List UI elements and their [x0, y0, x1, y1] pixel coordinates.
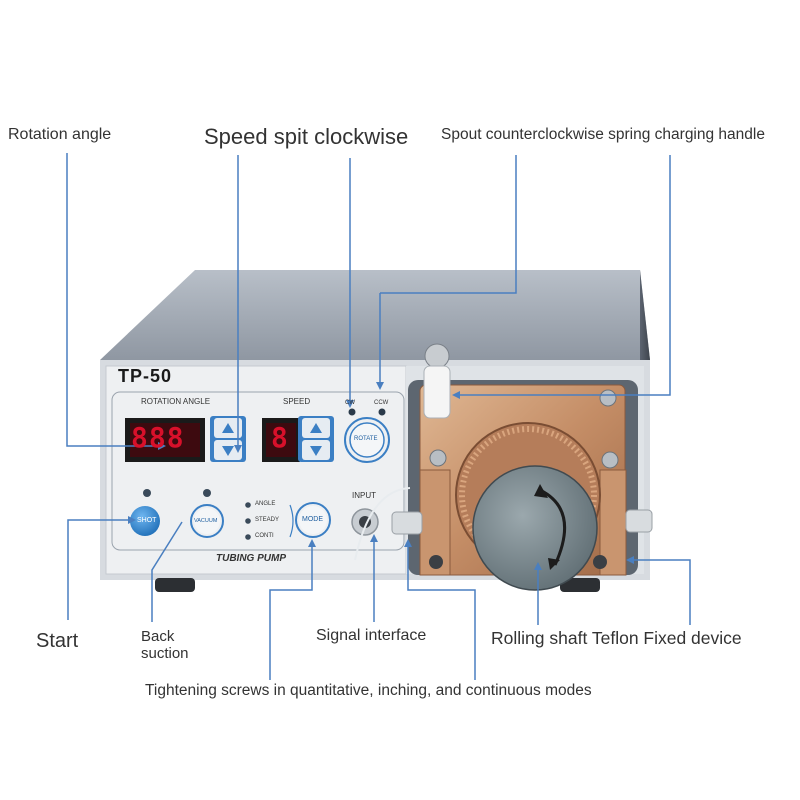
angle-display-glow [130, 423, 200, 457]
callout-arrowheads [128, 382, 634, 570]
pin-right [625, 509, 653, 533]
mode-conti-led [245, 534, 251, 540]
angle-display-value: 888 [131, 421, 185, 454]
speed-display-glow [266, 423, 296, 457]
rotate-button-label[interactable]: ROTATE [354, 436, 378, 442]
callout-signal: Signal interface [316, 627, 427, 644]
rotation-angle-panel-label: ROTATION ANGLE [141, 397, 211, 406]
control-outline [111, 391, 405, 551]
foot-left [155, 578, 195, 592]
line-tighten-right [407, 545, 476, 680]
spring-handle [423, 365, 451, 419]
mode-angle-label: ANGLE [255, 501, 276, 507]
tubing-pump-label: TUBING PUMP [216, 553, 286, 564]
mode-button[interactable] [299, 506, 327, 534]
callout-tightening: Tightening screws in quantitative, inchi… [145, 682, 592, 699]
roller-ring-knurl [459, 426, 597, 564]
cw-led [348, 408, 356, 416]
vacuum-button[interactable] [194, 508, 220, 534]
mode-steady-label: STEADY [255, 517, 280, 523]
cw-label: CW [345, 400, 355, 406]
pin-left [391, 511, 423, 535]
callout-speed-clockwise: Speed spit clockwise [204, 124, 409, 149]
model-label: TP-50 [118, 366, 173, 386]
mode-angle-led [245, 502, 251, 508]
line-back-suction [151, 521, 183, 622]
speed-up-arrow-icon [310, 423, 322, 433]
foot-right [560, 578, 600, 592]
pump-head [391, 343, 653, 591]
callout-start: Start [36, 630, 79, 652]
input-label: INPUT [352, 491, 376, 500]
mode-steady-led [245, 518, 251, 524]
screw-mid-right [601, 451, 619, 469]
callout-rolling: Rolling shaft Teflon Fixed device [491, 628, 742, 648]
mode-conti-label: CONTI [255, 533, 274, 539]
rotate-button[interactable] [349, 422, 385, 458]
mode-bracket [289, 504, 294, 538]
rotation-arrow-icon [539, 488, 567, 566]
screw-top-right [599, 389, 617, 407]
line-spring-handle [458, 155, 671, 396]
line-fixed [632, 559, 691, 625]
speed-display-value: 8 [271, 421, 288, 454]
speed-down-arrow-icon [310, 446, 322, 456]
tubing [354, 487, 411, 561]
screw-bottom-right [593, 555, 607, 569]
front-panel [105, 365, 407, 575]
callout-spout-ccw: Spout counterclockwise spring charging h… [441, 126, 765, 143]
shot-led [143, 489, 151, 497]
shot-button-label[interactable]: SHOT [137, 517, 157, 524]
vacuum-led [203, 489, 211, 497]
housing-top [100, 270, 650, 360]
mode-button-ring [295, 502, 331, 538]
angle-down-arrow-icon [222, 446, 234, 456]
ccw-led [378, 408, 386, 416]
ccw-label: CCW [374, 400, 389, 406]
speed-panel-label: SPEED [283, 397, 311, 406]
line-spout [380, 155, 517, 294]
callout-lines [66, 153, 691, 680]
vacuum-button-ring [190, 504, 224, 538]
screw-mid-left [429, 449, 447, 467]
callout-suction: suction [141, 645, 189, 662]
line-start [67, 519, 130, 620]
shot-button[interactable] [130, 506, 160, 536]
vacuum-button-label[interactable]: VACUUM [194, 518, 218, 524]
rolling-shaft-knob[interactable] [472, 465, 598, 591]
callout-back: Back [141, 628, 175, 645]
angle-up-arrow-icon [222, 423, 234, 433]
screw-bottom-left [429, 555, 443, 569]
line-tighten-left [269, 545, 313, 680]
spring-handle-screw [424, 343, 450, 369]
mode-button-label[interactable]: MODE [302, 516, 323, 523]
rotate-button-ring [344, 417, 390, 463]
callout-rotation-angle: Rotation angle [8, 126, 112, 143]
line-rotation-angle [66, 153, 160, 447]
